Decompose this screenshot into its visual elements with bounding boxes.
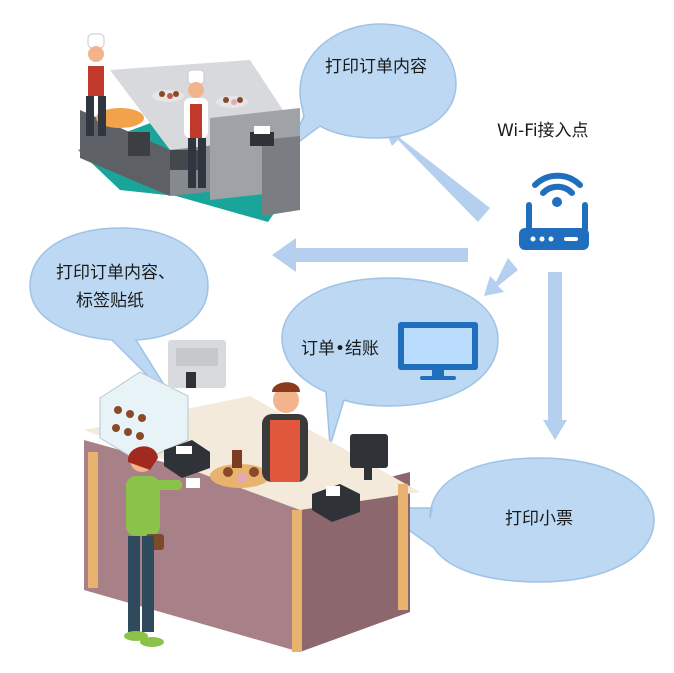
arrows — [272, 118, 567, 440]
label-printer-bubble-line2: 标签贴纸 — [76, 291, 144, 311]
wifi-access-point-label: Wi-Fi接入点 — [497, 121, 589, 141]
arrow-to-receipt — [543, 272, 567, 440]
kitchen-illustration — [78, 33, 300, 222]
arrow-to-pos — [484, 258, 518, 296]
pos-bubble-text: 订单•结账 — [301, 339, 380, 359]
shop-counter-illustration — [84, 340, 420, 652]
kitchen-bubble-text: 打印订单内容 — [325, 57, 427, 77]
bubble-pos — [281, 277, 499, 447]
bubble-label-printer — [29, 227, 209, 405]
bubble-receipt — [375, 457, 655, 583]
wifi-router-icon — [519, 172, 589, 250]
monitor-icon — [398, 322, 478, 380]
receipt-bubble-text: 打印小票 — [505, 509, 573, 529]
arrow-to-label-printer — [272, 238, 468, 272]
arrow-to-kitchen — [380, 118, 490, 222]
label-printer-bubble-line1: 打印订单内容、 — [56, 263, 175, 283]
bubble-kitchen — [287, 23, 457, 151]
